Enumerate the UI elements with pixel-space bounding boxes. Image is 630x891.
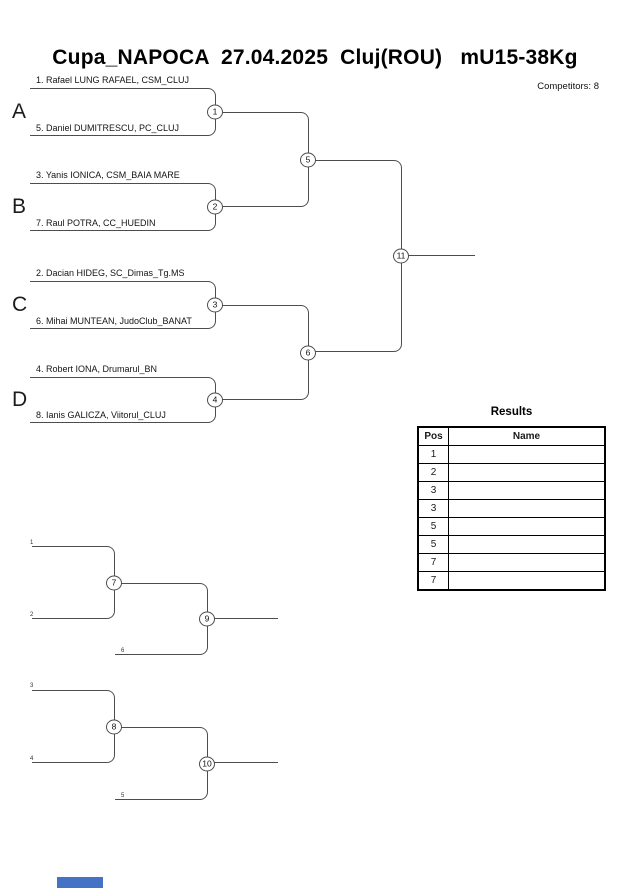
group-letter-b: B [12, 195, 27, 218]
results-name-cell [449, 554, 604, 571]
competitor-name: 5. Daniel DUMITRESCU, PC_CLUJ [36, 123, 180, 133]
results-pos-cell: 1 [419, 446, 449, 463]
winner-line [208, 762, 278, 763]
bracket-semifinal-top: 5 [216, 112, 316, 207]
results-pos-cell: 3 [419, 500, 449, 517]
results-name-cell [449, 536, 604, 553]
match-number-circle: 2 [207, 199, 223, 215]
results-header-row: Pos Name [419, 428, 604, 445]
page-title: Cupa_NAPOCA 27.04.2025 Cluj(ROU) mU15-38… [52, 46, 578, 69]
results-table: Pos Name 1 2 3 3 5 5 7 7 [417, 426, 606, 591]
results-row: 3 [419, 499, 604, 517]
group-letter-c: C [12, 293, 28, 316]
results-name-cell [449, 464, 604, 481]
match-number-circle: 3 [207, 297, 223, 313]
results-col-name: Name [512, 431, 541, 442]
results-row: 1 [419, 445, 604, 463]
match-number-circle: 6 [300, 345, 316, 360]
repechage-connector-1: 9 [115, 583, 215, 655]
group-letter-a: A [12, 100, 27, 123]
repechage-feeder-label: 2 [30, 612, 34, 618]
match-number-circle: 8 [106, 719, 122, 734]
match-number-circle: 10 [199, 756, 215, 771]
results-name-cell [449, 572, 604, 589]
results-row: 5 [419, 535, 604, 553]
match-number-circle: 4 [207, 392, 223, 408]
bracket-pair-b: 2 [30, 183, 223, 231]
competitor-name: 1. Rafael LUNG RAFAEL, CSM_CLUJ [36, 75, 190, 85]
match-number-circle: 7 [106, 575, 122, 590]
bracket-final: 11 [309, 160, 409, 352]
results-row: 2 [419, 463, 604, 481]
competitor-name: 8. Ianis GALICZA, Viitorul_CLUJ [36, 410, 166, 420]
group-letter-d: D [12, 388, 28, 411]
match-number-circle: 9 [199, 611, 215, 627]
results-pos-cell: 7 [419, 554, 449, 571]
results-pos-cell: 5 [419, 518, 449, 535]
results-name-cell [449, 500, 604, 517]
repechage-feeder-label: 3 [30, 683, 34, 689]
footer-accent-bar [57, 877, 103, 888]
match-number-circle: 1 [207, 104, 223, 120]
results-row: 5 [419, 517, 604, 535]
competitor-name: 3. Yanis IONICA, CSM_BAIA MARE [36, 170, 180, 180]
results-col-pos: Pos [419, 428, 449, 445]
repechage-feeder-label: 4 [30, 756, 34, 762]
repechage-connector-2: 10 [115, 727, 215, 800]
winner-line [402, 255, 475, 256]
competitor-name: 6. Mihai MUNTEAN, JudoClub_BANAT [36, 316, 192, 326]
results-title: Results [490, 406, 533, 418]
bracket-pair-c: 3 [30, 281, 223, 329]
competitor-name: 4. Robert IONA, Drumarul_BN [36, 364, 158, 374]
match-number-circle: 11 [393, 248, 409, 264]
competitor-name: 7. Raul POTRA, CC_HUEDIN [36, 218, 156, 228]
results-row: 7 [419, 553, 604, 571]
results-row: 7 [419, 571, 604, 589]
repechage-feeder-label: 1 [30, 540, 34, 546]
results-pos-cell: 2 [419, 464, 449, 481]
results-name-cell [449, 518, 604, 535]
results-pos-cell: 7 [419, 572, 449, 589]
results-name-cell [449, 482, 604, 499]
results-name-cell [449, 446, 604, 463]
competitor-name: 2. Dacian HIDEG, SC_Dimas_Tg.MS [36, 268, 185, 278]
bracket-pair-d: 4 [30, 377, 223, 423]
bracket-pair-a: 1 [30, 88, 223, 136]
bracket-semifinal-bottom: 6 [216, 305, 316, 400]
competitors-count-label: Competitors: 8 [537, 81, 599, 92]
results-pos-cell: 5 [419, 536, 449, 553]
match-number-circle: 5 [300, 152, 316, 167]
repechage-pair-1: 7 [32, 546, 122, 619]
results-pos-cell: 3 [419, 482, 449, 499]
winner-line [208, 618, 278, 619]
repechage-pair-2: 8 [32, 690, 122, 763]
results-row: 3 [419, 481, 604, 499]
